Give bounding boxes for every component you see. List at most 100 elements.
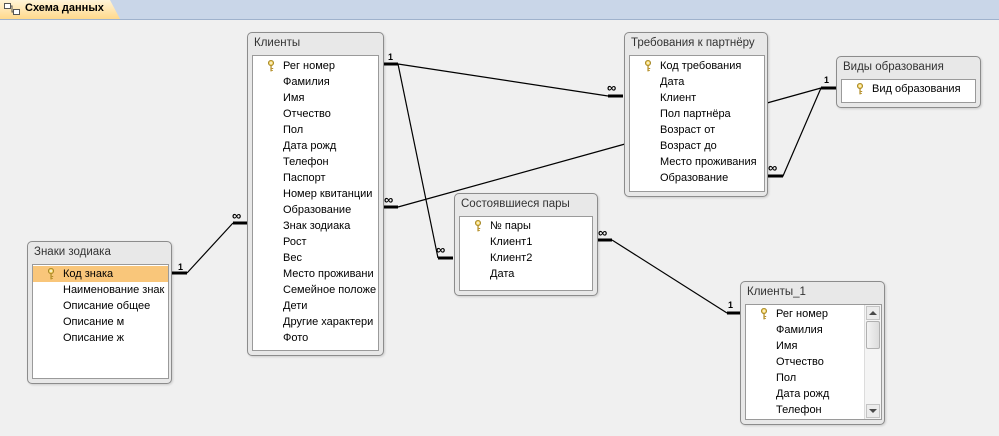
scroll-down-button[interactable]	[866, 404, 880, 418]
relationships-icon	[4, 3, 20, 15]
field-row[interactable]: Дата рожд	[746, 386, 865, 402]
field-row[interactable]: Возраст до	[630, 138, 764, 154]
field-row[interactable]: Фамилия	[746, 322, 865, 338]
table-title: Клиенты_1	[747, 286, 806, 298]
field-label: Дата рожд	[776, 388, 830, 400]
scroll-thumb[interactable]	[866, 321, 880, 349]
field-row[interactable]: Семейное положе	[253, 282, 378, 298]
field-label: Другие характери	[283, 316, 374, 328]
rel-many-label: ∞	[436, 242, 446, 257]
field-row[interactable]: Образование	[253, 202, 378, 218]
field-row[interactable]: Рег номер	[253, 58, 378, 74]
field-row[interactable]: Паспорт	[253, 170, 378, 186]
field-label: Место проживани	[283, 268, 374, 280]
field-label: Возраст до	[660, 140, 717, 152]
field-row[interactable]: Клиент1	[460, 234, 592, 250]
document-tab-bar: Схема данных	[0, 0, 999, 20]
field-row[interactable]: № пары	[460, 218, 592, 234]
rel-one-label: 1	[388, 52, 394, 62]
field-label: Пол партнёра	[660, 108, 731, 120]
field-label: № пары	[490, 220, 531, 232]
field-row[interactable]: Дети	[253, 298, 378, 314]
field-row[interactable]: Рост	[253, 234, 378, 250]
rel-many-label: ∞	[607, 80, 617, 95]
field-row[interactable]: Имя	[253, 90, 378, 106]
primary-key-icon	[761, 308, 767, 320]
field-row[interactable]: Код знака	[33, 266, 168, 282]
rel-many-label: ∞	[232, 208, 242, 223]
field-row[interactable]: Номер квитанции	[253, 186, 378, 202]
field-label: Номер квитанции	[283, 188, 373, 200]
rel-one-label: 1	[824, 75, 830, 85]
field-row[interactable]: Имя	[746, 338, 865, 354]
field-label: Рег номер	[776, 308, 829, 320]
field-row[interactable]: Образование	[630, 170, 764, 186]
field-label: Дети	[283, 300, 308, 312]
primary-key-icon	[48, 268, 54, 280]
field-label: Клиент1	[490, 236, 533, 248]
field-row[interactable]: Вес	[253, 250, 378, 266]
field-label: Отчество	[776, 356, 824, 368]
field-row[interactable]: Пол	[746, 370, 865, 386]
field-row[interactable]: Место проживани	[253, 266, 378, 282]
field-row[interactable]: Отчество	[746, 354, 865, 370]
field-row[interactable]: Другие характери	[253, 314, 378, 330]
field-list[interactable]: Вид образования	[841, 79, 976, 103]
field-row[interactable]: Телефон	[746, 402, 865, 418]
rel-many-label: ∞	[768, 160, 778, 175]
field-row[interactable]: Код требования	[630, 58, 764, 74]
field-label: Описание общее	[63, 300, 151, 312]
field-row[interactable]: Отчество	[253, 106, 378, 122]
field-row[interactable]: Дата рожд	[253, 138, 378, 154]
field-row[interactable]: Описание общее	[33, 298, 168, 314]
field-label: Семейное положе	[283, 284, 377, 296]
field-label: Знак зодиака	[283, 220, 351, 232]
field-label: Вид образования	[872, 83, 961, 95]
field-label: Возраст от	[660, 124, 716, 136]
field-row[interactable]: Описание ж	[33, 330, 168, 346]
field-row[interactable]: Место проживания	[630, 154, 764, 170]
field-label: Паспорт	[283, 172, 326, 184]
field-label: Место проживания	[660, 156, 757, 168]
field-row[interactable]: Рег номер	[746, 306, 865, 322]
field-label: Клиент2	[490, 252, 533, 264]
field-row[interactable]: Фото	[253, 330, 378, 346]
table-vidy-obrazovaniya[interactable]: Виды образования Вид образования	[836, 56, 981, 108]
field-row[interactable]: Описание м	[33, 314, 168, 330]
field-row[interactable]: Фамилия	[253, 74, 378, 90]
primary-key-icon	[857, 83, 863, 95]
field-row[interactable]: Клиент2	[460, 250, 592, 266]
field-label: Фамилия	[283, 76, 330, 88]
field-label: Образование	[283, 204, 352, 216]
field-row[interactable]: Вид образования	[842, 81, 975, 97]
field-label: Рост	[283, 236, 307, 248]
field-row[interactable]: Клиент	[630, 90, 764, 106]
field-label: Образование	[660, 172, 729, 184]
field-row[interactable]: Знак зодиака	[253, 218, 378, 234]
field-row[interactable]: Пол	[253, 122, 378, 138]
field-row[interactable]: Дата	[630, 74, 764, 90]
field-label: Имя	[776, 340, 798, 352]
field-row[interactable]: Пол партнёра	[630, 106, 764, 122]
field-row[interactable]: Телефон	[253, 154, 378, 170]
field-row[interactable]: Дата	[460, 266, 592, 282]
field-row[interactable]: Наименование знак	[33, 282, 168, 298]
vertical-scrollbar[interactable]	[864, 305, 881, 419]
field-row[interactable]: Возраст от	[630, 122, 764, 138]
triangle-down-icon	[869, 409, 877, 413]
table-title: Виды образования	[843, 61, 944, 73]
tab-data-schema[interactable]: Схема данных	[0, 0, 120, 19]
scroll-up-button[interactable]	[866, 306, 880, 320]
rel-many-label: ∞	[598, 225, 608, 240]
table-title: Состоявшиеся пары	[461, 198, 570, 210]
